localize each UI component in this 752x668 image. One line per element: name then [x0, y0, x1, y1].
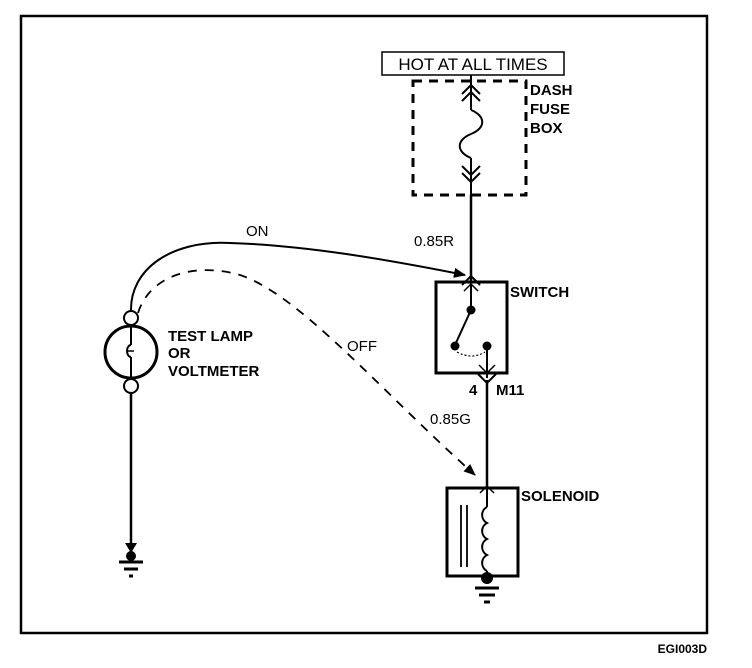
test-lamp-voltmeter: TEST LAMP OR VOLTMETER: [103, 310, 260, 394]
fuse-box-label-line1: DASH: [530, 82, 573, 99]
tester-label-line3: VOLTMETER: [168, 363, 260, 380]
connector-pin-label: 4: [469, 382, 478, 399]
fuse-box-label-line2: FUSE: [530, 101, 570, 118]
on-probe-arrow: [129, 241, 466, 312]
off-probe-arrow: [137, 269, 476, 476]
fuse-box-label-line3: BOX: [530, 120, 563, 137]
wire-bottom-label: 0.85G: [430, 411, 471, 428]
dash-fuse-box: DASH FUSE BOX: [411, 79, 573, 197]
figure-code: EGI003D: [658, 642, 708, 656]
tester-label-line2: OR: [168, 345, 191, 362]
solenoid: SOLENOID: [445, 484, 600, 578]
ground-icon: [475, 572, 499, 604]
fuse-icon: [458, 75, 484, 200]
tester-label-line1: TEST LAMP: [168, 328, 253, 345]
switch: SWITCH: [434, 274, 569, 385]
solenoid-label: SOLENOID: [521, 488, 600, 505]
header-label-text: HOT AT ALL TIMES: [398, 55, 547, 74]
wire-top-label: 0.85R: [414, 233, 454, 250]
tester-ground-icon: [119, 543, 143, 578]
switch-label: SWITCH: [510, 284, 569, 301]
diagram-frame: [19, 14, 709, 635]
off-label: OFF: [347, 338, 377, 355]
hot-at-all-times-label: HOT AT ALL TIMES: [381, 51, 565, 76]
connector-id-label: M11: [496, 382, 524, 399]
on-label: ON: [246, 223, 269, 240]
